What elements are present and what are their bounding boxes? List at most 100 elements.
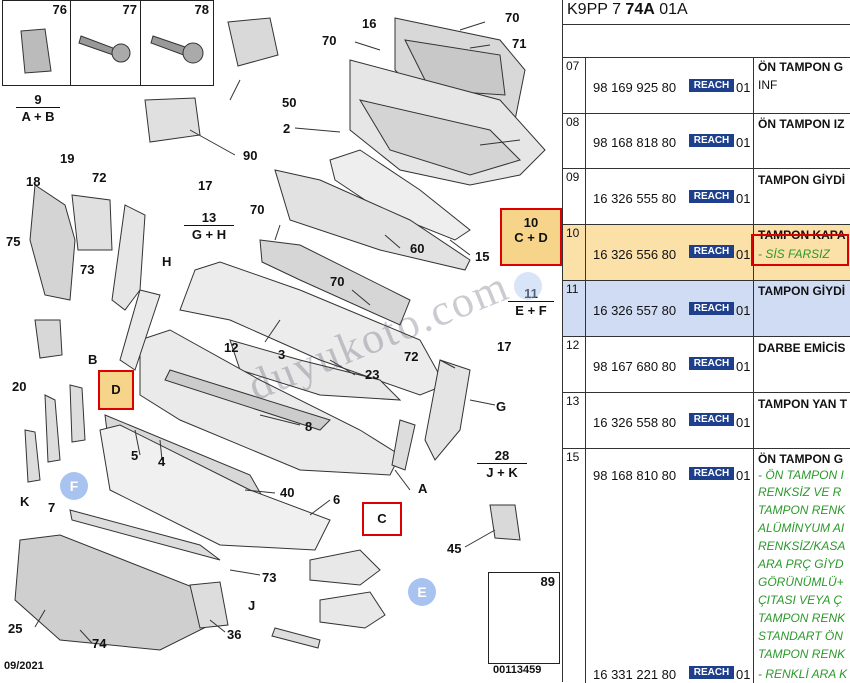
table-row-selected[interactable]: 10 16 326 556 80 REACH 01 TAMPON KAPA - … [563, 224, 850, 281]
row-index: 07 [566, 59, 580, 73]
date-code: 09/2021 [4, 660, 44, 672]
reach-badge: REACH [689, 357, 734, 370]
quantity: 01 [736, 667, 751, 682]
callout-C: C [377, 511, 387, 526]
callout-8: 8 [305, 419, 313, 434]
callout-77: 77 [122, 2, 137, 17]
callout-H: H [162, 254, 172, 269]
reference-prefix: K9PP 7 [567, 1, 626, 18]
row-index: 13 [566, 394, 580, 408]
callout-16: 16 [362, 16, 377, 31]
callout-70: 70 [330, 274, 345, 289]
callout-A: A [418, 481, 428, 496]
callout-19: 19 [60, 151, 75, 166]
quantity: 01 [736, 415, 751, 430]
part-thumbnail-76: 76 [2, 0, 72, 86]
reference-suffix: 01A [654, 1, 688, 18]
callout-72: 72 [404, 349, 419, 364]
part-number: 98 169 925 80 [593, 80, 677, 95]
part-number: 16 326 557 80 [593, 303, 677, 318]
table-row[interactable]: 13 16 326 558 80 REACH 01 TAMPON YAN T [563, 392, 850, 449]
callout-20: 20 [12, 379, 27, 394]
highlighted-callout-C[interactable]: C [362, 502, 402, 536]
row-index: 15 [566, 450, 580, 464]
description-detail: ARA PRÇ GİYD [758, 557, 844, 571]
callout-89: 89 [540, 574, 555, 589]
highlighted-callout-D[interactable]: D [98, 370, 134, 410]
callout-17: 17 [198, 178, 213, 193]
callout-72: 72 [92, 170, 107, 185]
quantity: 01 [736, 191, 751, 206]
reach-badge: REACH [689, 245, 734, 258]
group-variants: G + H [184, 225, 234, 242]
callout-2: 2 [283, 121, 291, 136]
part-thumbnail-89: 89 [488, 572, 560, 664]
bubble-callout-F[interactable]: F [60, 472, 88, 500]
callout-25: 25 [8, 621, 23, 636]
group-variants: E + F [508, 301, 554, 318]
quantity: 01 [736, 80, 751, 95]
callout-45: 45 [447, 541, 462, 556]
table-row[interactable]: 15 98 168 810 80 REACH 01 ÖN TAMPON G - … [563, 448, 850, 683]
part-description: TAMPON GİYDİ [758, 284, 846, 298]
group-num: 13 [201, 210, 217, 225]
part-description: ÖN TAMPON G [758, 60, 844, 74]
quantity: 01 [736, 468, 751, 483]
callout-75: 75 [6, 234, 21, 249]
callout-K: K [20, 494, 30, 509]
description-detail: - ÖN TAMPON I [758, 468, 844, 482]
callout-23: 23 [365, 367, 380, 382]
callout-7: 7 [48, 500, 56, 515]
callout-6: 6 [333, 492, 341, 507]
part-number: 16 326 555 80 [593, 191, 677, 206]
table-row[interactable]: 08 98 168 818 80 REACH 01 ÖN TAMPON IZ [563, 113, 850, 169]
part-description: DARBE EMİCİS [758, 341, 846, 355]
highlighted-group-10[interactable]: 10 C + D [500, 208, 562, 266]
callout-70: 70 [505, 10, 520, 25]
part-number: 16 331 221 80 [593, 667, 677, 682]
reference-code: K9PP 7 74A 01A [567, 1, 688, 19]
quantity: 01 [736, 135, 751, 150]
group-label-9: 9 A + B [16, 92, 60, 124]
description-detail: ALÜMİNYUM AI [758, 521, 845, 535]
exploded-parts-diagram: 76 77 78 89 16 70 71 70 50 2 90 19 72 17… [2, 0, 562, 676]
callout-5: 5 [131, 448, 139, 463]
drawing-code: 00113459 [493, 664, 542, 676]
reach-badge: REACH [689, 666, 734, 679]
row-index: 10 [566, 226, 580, 240]
bubble-callout-E[interactable]: E [408, 578, 436, 606]
quantity: 01 [736, 303, 751, 318]
callout-40: 40 [280, 485, 295, 500]
reach-badge: REACH [689, 467, 734, 480]
part-description: ÖN TAMPON G [758, 452, 844, 466]
quantity: 01 [736, 359, 751, 374]
description-detail: - RENKLİ ARA K [758, 667, 848, 681]
table-row[interactable]: 07 98 169 925 80 REACH 01 ÖN TAMPON G IN… [563, 57, 850, 114]
description-detail: RENKSİZ/KASA [758, 539, 846, 553]
callout-60: 60 [410, 241, 425, 256]
quantity: 01 [736, 247, 751, 262]
reach-badge: REACH [689, 302, 734, 315]
reach-badge: REACH [689, 134, 734, 147]
group-label-11: 11 E + F [508, 286, 554, 318]
group-variants: J + K [477, 463, 527, 480]
row-index: 12 [566, 338, 580, 352]
callout-17: 17 [497, 339, 512, 354]
row-index: 08 [566, 115, 580, 129]
part-description: TAMPON YAN T [758, 397, 848, 411]
callout-4: 4 [158, 454, 166, 469]
table-row[interactable]: 09 16 326 555 80 REACH 01 TAMPON GİYDİ [563, 168, 850, 225]
table-row[interactable]: 11 16 326 557 80 REACH 01 TAMPON GİYDİ [563, 280, 850, 337]
part-number: 98 167 680 80 [593, 359, 677, 374]
group-label-28: 28 J + K [477, 448, 527, 480]
callout-J: J [248, 598, 256, 613]
description-detail: RENKSİZ VE R [758, 485, 842, 499]
group-num: 9 [34, 92, 42, 107]
description-detail: - SİS FARSIZ [758, 247, 830, 261]
callout-12: 12 [224, 340, 239, 355]
table-row[interactable]: 12 98 167 680 80 REACH 01 DARBE EMİCİS [563, 336, 850, 393]
callout-90: 90 [243, 148, 258, 163]
description-detail: GÖRÜNÜMLÜ+ [758, 575, 844, 589]
bubble-blue-11 [514, 272, 542, 300]
callout-70: 70 [250, 202, 265, 217]
